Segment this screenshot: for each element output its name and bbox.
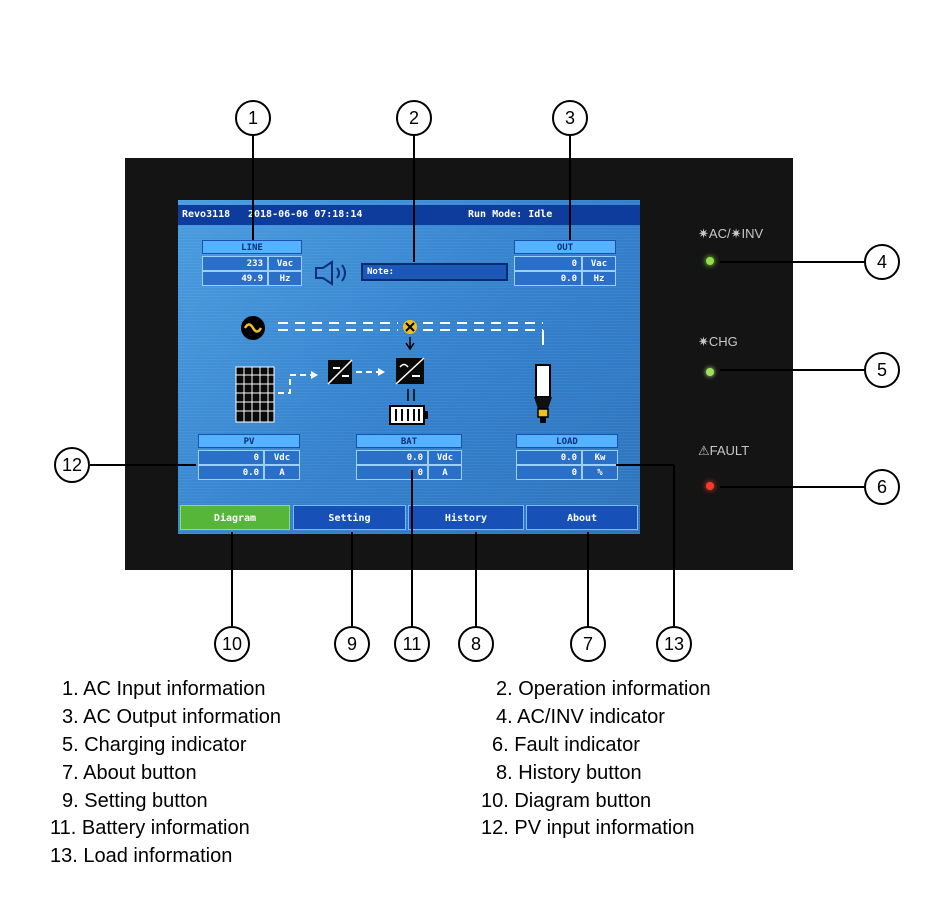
battery-info-box: BAT 0.0 Vdc 0 A [356,434,462,492]
callout-13: 13 [656,626,692,662]
fault-indicator-label: ⚠FAULT [698,443,750,458]
line-voltage-unit: Vac [268,256,302,271]
legend-item: 12. PV input information [481,817,695,839]
out-voltage-value: 0 [514,256,582,271]
callout-11: 11 [394,626,430,662]
box-title: LINE [202,240,302,254]
battery-current-unit: A [428,465,462,480]
callout-5: 5 [864,352,900,388]
box-title: OUT [514,240,616,254]
model-name: Revo3118 [182,209,231,220]
load-lamp-icon [534,364,552,423]
legend-item: 11. Battery information [50,817,250,839]
out-voltage-unit: Vac [582,256,616,271]
callout-2: 2 [396,100,432,136]
pv-input-box: PV 0 Vdc 0.0 A [198,434,300,492]
ac-inv-indicator-led [706,257,714,265]
legend-item: 8. History button [496,762,642,784]
status-bar: Revo3118 2018-06-06 07:18:14 Run Mode: I… [178,205,640,225]
breaker-icon [403,320,417,334]
legend-item: 13. Load information [50,845,233,867]
legend-item: 2. Operation information [496,678,711,700]
tab-setting[interactable]: Setting [293,505,406,530]
pv-voltage-value: 0 [198,450,264,465]
run-mode: Run Mode: Idle [468,209,553,220]
date-time: 2018-06-06 07:18:14 [248,209,363,220]
callout-10: 10 [214,626,250,662]
legend-item: 6. Fault indicator [492,734,640,756]
legend-item: 1. AC Input information [62,678,266,700]
legend-item: 4. AC/INV indicator [496,706,665,728]
load-power-unit: Kw [582,450,618,465]
line-voltage-value: 233 [202,256,268,271]
callout-12: 12 [54,447,90,483]
box-title: BAT [356,434,462,448]
battery-current-value: 0 [356,465,428,480]
fault-indicator-led [706,482,714,490]
legend-item: 10. Diagram button [481,790,652,812]
pv-voltage-unit: Vdc [264,450,300,465]
load-percent-value: 0 [516,465,582,480]
tab-diagram[interactable]: Diagram [180,505,290,530]
grid-flow-line [278,322,543,331]
legend-item: 5. Charging indicator [62,734,247,756]
ac-inv-indicator-label: ✷AC/✷INV [698,226,764,241]
battery-voltage-unit: Vdc [428,450,462,465]
battery-voltage-value: 0.0 [356,450,428,465]
dc-dc-converter-icon [327,359,353,385]
speaker-icon [315,260,346,286]
pv-current-value: 0.0 [198,465,264,480]
legend-item: 3. AC Output information [62,706,282,728]
chg-indicator-label: ✷CHG [698,334,738,349]
load-percent-unit: % [582,465,618,480]
callout-6: 6 [864,469,900,505]
legend-item: 7. About button [62,762,197,784]
callout-1: 1 [235,100,271,136]
battery-icon [389,405,428,425]
load-info-box: LOAD 0.0 Kw 0 % [516,434,618,492]
out-frequency-unit: Hz [582,271,616,286]
callout-8: 8 [458,626,494,662]
line-frequency-unit: Hz [268,271,302,286]
box-title: PV [198,434,300,448]
inverter-icon [395,357,425,385]
callout-7: 7 [570,626,606,662]
note-field: Note: [361,263,508,281]
ac-output-box: OUT 0 Vac 0.0 Hz [514,240,616,298]
box-title: LOAD [516,434,618,448]
line-frequency-value: 49.9 [202,271,268,286]
callout-4: 4 [864,244,900,280]
out-frequency-value: 0.0 [514,271,582,286]
pv-panel-icon [235,366,275,423]
chg-indicator-led [706,368,714,376]
load-power-value: 0.0 [516,450,582,465]
lcd-screen: Revo3118 2018-06-06 07:18:14 Run Mode: I… [178,200,640,534]
tab-history[interactable]: History [408,505,524,530]
ac-input-box: LINE 233 Vac 49.9 Hz [202,240,302,298]
callout-9: 9 [334,626,370,662]
grid-ac-icon [241,316,265,340]
tab-about[interactable]: About [526,505,638,530]
callout-3: 3 [552,100,588,136]
legend-item: 9. Setting button [62,790,208,812]
pv-current-unit: A [264,465,300,480]
energy-flow-diagram [235,316,552,425]
